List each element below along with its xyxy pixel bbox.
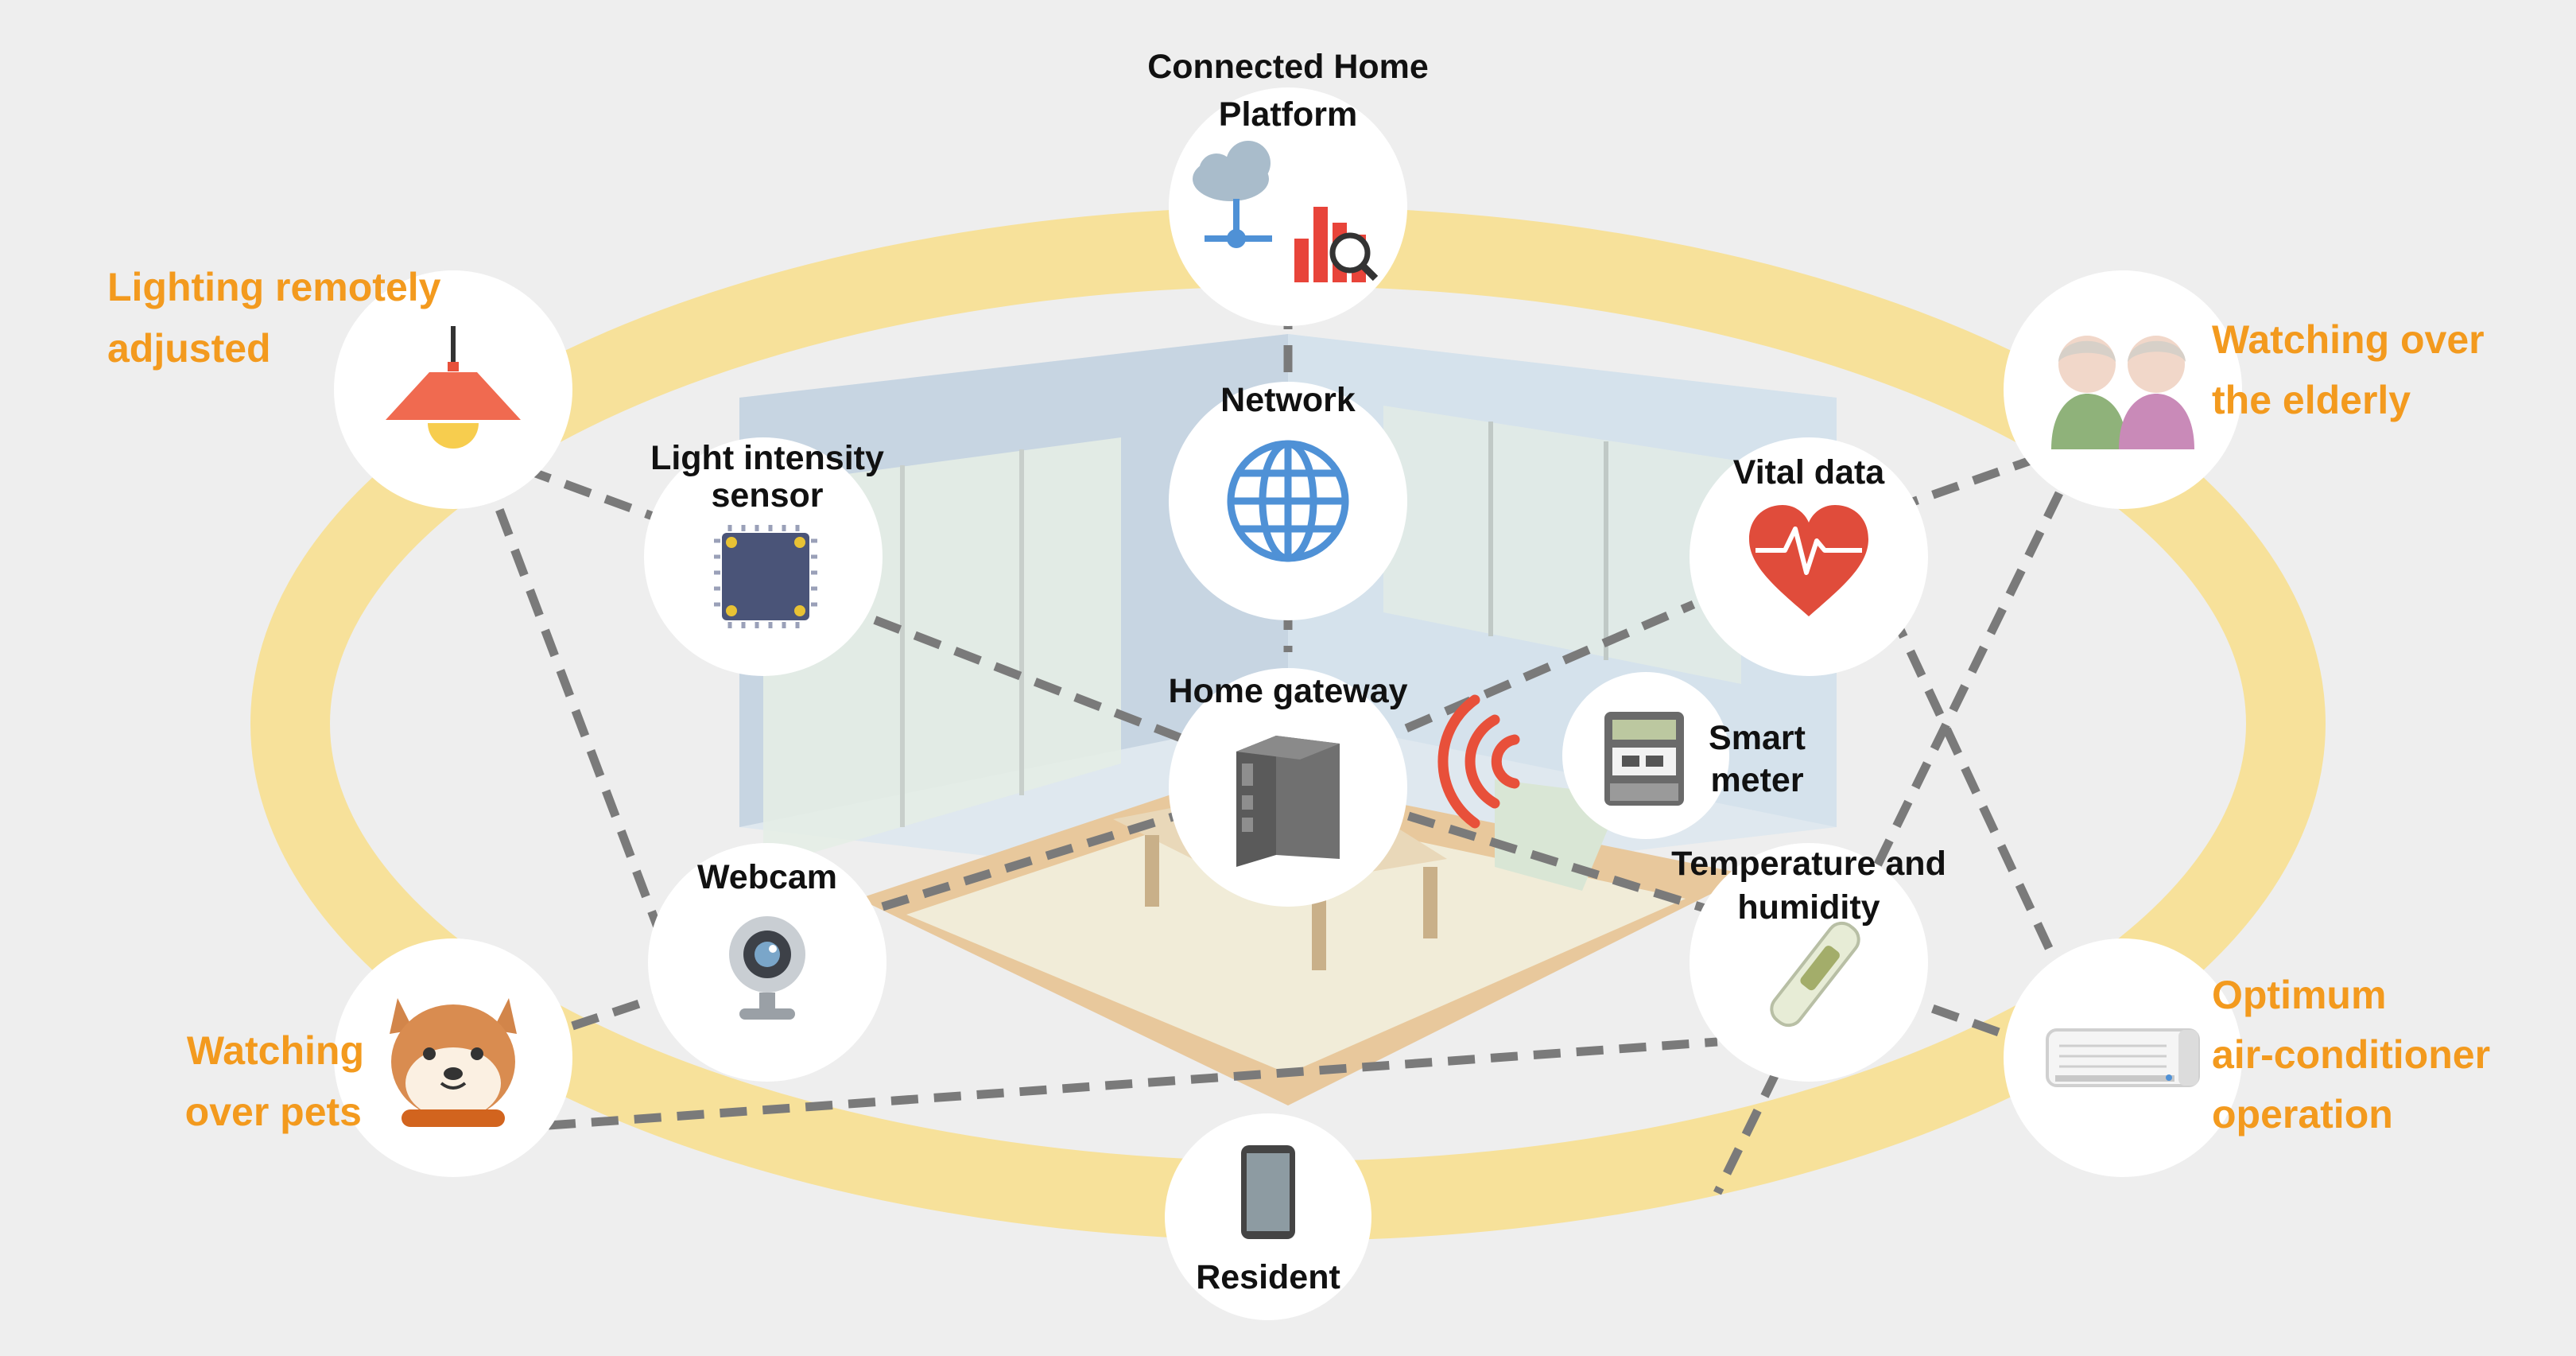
- temperature-label-line1: Temperature and: [1671, 845, 1946, 883]
- heart-pulse-icon: [1749, 505, 1868, 616]
- pets-label-line2: over pets: [185, 1090, 362, 1134]
- elderly-label-line1: Watching over: [2212, 317, 2485, 362]
- air-conditioner-icon: [2046, 1028, 2200, 1087]
- network-label: Network: [1220, 381, 1356, 419]
- node-gateway: [1169, 668, 1407, 907]
- pets-label-line1: Watching: [187, 1028, 364, 1073]
- lighting-label-line1: Lighting remotely: [107, 265, 441, 309]
- pendant-lamp-icon: [386, 326, 521, 449]
- node-vital: [1690, 437, 1928, 676]
- node-resident: [1165, 1113, 1371, 1320]
- webcam-label: Webcam: [697, 858, 837, 896]
- resident-label: Resident: [1196, 1258, 1340, 1296]
- smart-meter-label-line1: Smart: [1709, 719, 1806, 757]
- aircon-label-line3: operation: [2212, 1092, 2393, 1136]
- globe-icon: [1227, 440, 1349, 562]
- service-lighting: [334, 270, 572, 509]
- aircon-label-line2: air-conditioner: [2212, 1032, 2490, 1077]
- elderly-label-line2: the elderly: [2212, 378, 2411, 422]
- gateway-label: Home gateway: [1168, 672, 1407, 710]
- node-network: [1169, 382, 1407, 620]
- cloud-network-icon: [1193, 141, 1379, 282]
- platform-label-line2: Platform: [1219, 95, 1357, 134]
- meter-icon: [1604, 712, 1684, 806]
- node-light-sensor: [644, 437, 883, 676]
- service-pets: [334, 938, 572, 1177]
- smartphone-icon: [1241, 1145, 1295, 1239]
- chip-icon: [714, 525, 817, 628]
- aircon-label-line1: Optimum: [2212, 973, 2386, 1017]
- node-temperature: [1690, 843, 1928, 1082]
- light-sensor-label-line1: Light intensity: [650, 439, 884, 477]
- lighting-label-line2: adjusted: [107, 326, 271, 371]
- wifi-signal-icon: [1437, 694, 1520, 829]
- webcam-icon: [729, 916, 805, 1020]
- node-platform: [1169, 87, 1407, 326]
- smart-meter-label-line2: meter: [1710, 761, 1803, 799]
- node-smart-meter: [1562, 672, 1729, 839]
- platform-label-line1: Connected Home: [1147, 48, 1429, 86]
- node-webcam: [648, 843, 886, 1082]
- elderly-couple-icon: [2051, 336, 2194, 449]
- thermometer-icon: [1770, 921, 1860, 1028]
- temperature-label-line2: humidity: [1737, 888, 1880, 927]
- shiba-dog-icon: [390, 998, 517, 1127]
- light-sensor-label-line2: sensor: [711, 476, 823, 515]
- service-aircon: [2004, 938, 2242, 1177]
- service-elderly: [2004, 270, 2242, 509]
- vital-label: Vital data: [1733, 453, 1885, 492]
- gateway-device-icon: [1236, 736, 1340, 867]
